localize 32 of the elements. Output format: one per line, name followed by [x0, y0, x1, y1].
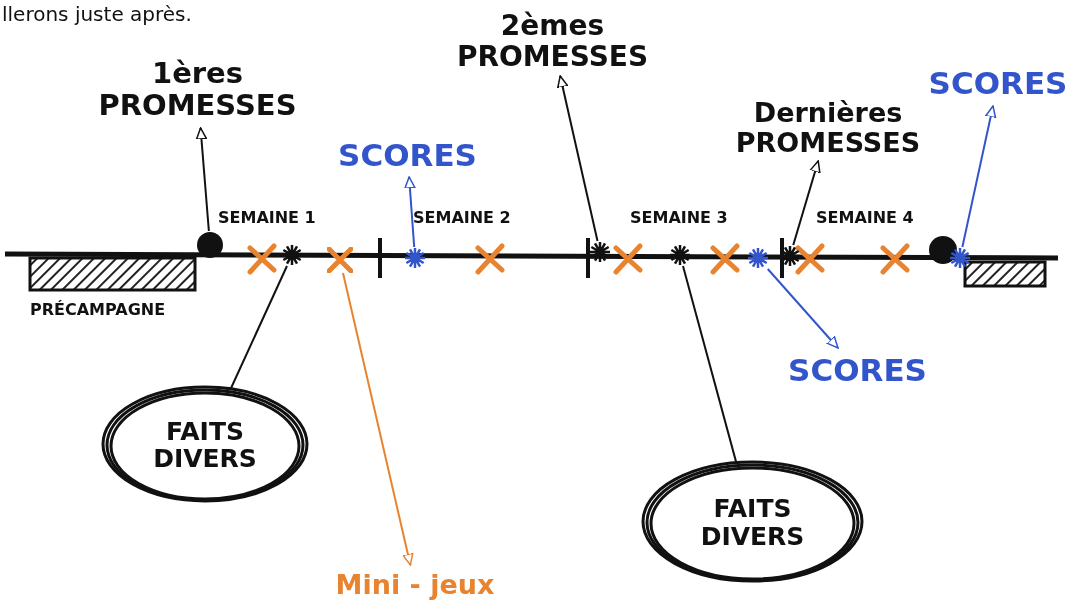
heading-text: Mini - jeux: [335, 570, 495, 600]
heading-text: SCORES: [788, 352, 927, 388]
heading-text: 1ères PROMESSES: [97, 58, 298, 122]
week-label: SEMAINE 3: [630, 208, 728, 227]
heading-text: SCORES: [928, 65, 1068, 101]
arrow: [404, 176, 416, 248]
week-label: SEMAINE 1: [218, 208, 316, 227]
heading-text: SCORES: [338, 137, 477, 173]
bubble-text: FAITS DIVERS: [152, 417, 258, 473]
asterisk-mark: [404, 247, 426, 269]
arrow: [766, 268, 839, 349]
arrow: [195, 127, 210, 232]
arrow: [792, 160, 821, 246]
heading-text: 2èmes PROMESSES: [455, 11, 650, 73]
asterisk-mark: [669, 244, 691, 266]
heading-text: Dernières PROMESSES: [734, 98, 922, 158]
arrow: [557, 75, 599, 242]
oval-bubble: [100, 385, 310, 505]
paragraph-text: llerons juste après.: [2, 2, 192, 26]
asterisk-mark: [589, 241, 611, 263]
period-label: PRÉCAMPAGNE: [30, 300, 166, 319]
week-label: SEMAINE 4: [816, 208, 914, 227]
bubble-text: FAITS DIVERS: [699, 495, 806, 550]
asterisk-mark: [949, 247, 971, 269]
arrow: [961, 105, 997, 248]
cross-mark: [327, 247, 353, 273]
week-label: SEMAINE 2: [413, 208, 511, 227]
asterisk-mark: [281, 244, 303, 266]
arrow: [342, 272, 414, 566]
oval-bubble: [640, 460, 865, 585]
dot-mark: [196, 231, 224, 259]
asterisk-mark: [747, 247, 769, 269]
